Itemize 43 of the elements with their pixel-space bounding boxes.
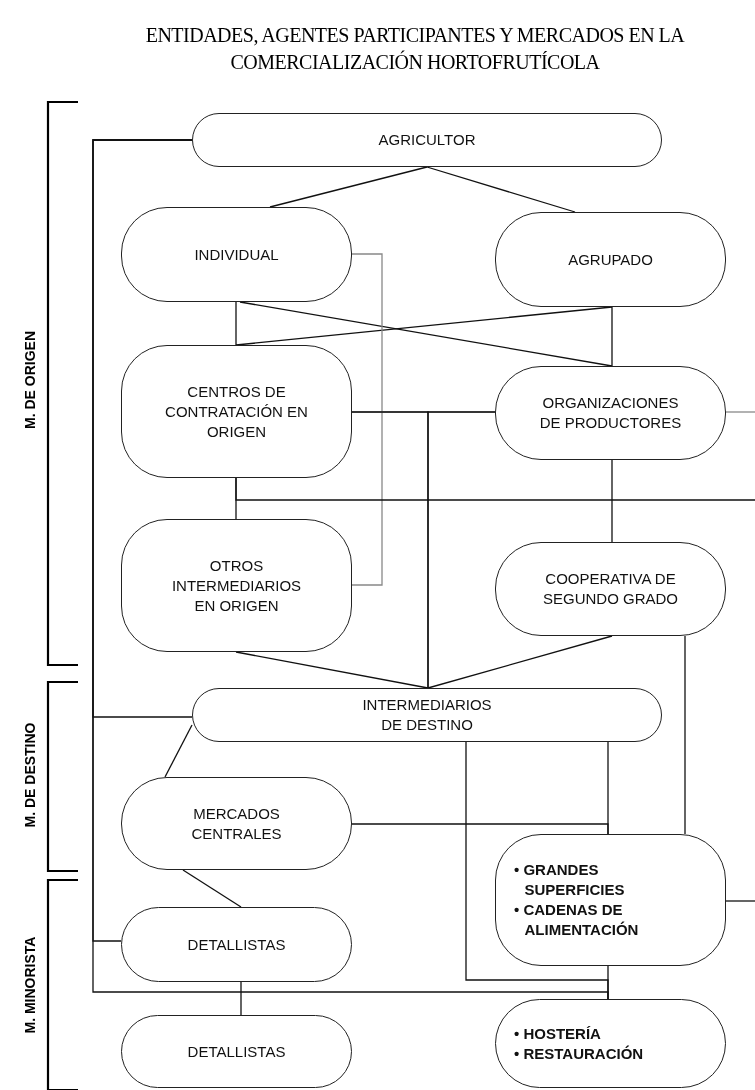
node-label: OTROS INTERMEDIARIOS EN ORIGEN [170, 555, 303, 616]
connector-line [240, 981, 242, 1016]
node-label: • CADENAS DE ALIMENTACIÓN [514, 900, 640, 940]
rounded-box [495, 834, 726, 966]
node-label: • GRANDES SUPERFICIES [514, 860, 626, 900]
connector-line [426, 166, 576, 213]
diagram-title: ENTIDADES, AGENTES PARTICIPANTES Y MERCADOS EN LA COMERCIALIZACIÓN HORTOFRUTÍCOLA [144, 23, 686, 75]
rounded-box [121, 345, 352, 478]
node-label: • RESTAURACIÓN [514, 1043, 645, 1064]
node-label: AGRICULTOR [378, 130, 476, 150]
connector-line [269, 166, 428, 208]
connector-line [239, 301, 613, 367]
node-label: DETALLISTAS [187, 1041, 286, 1062]
node-label: ORGANIZACIONES DE PRODUCTORES [538, 393, 683, 433]
node-label: COOPERATIVA DE SEGUNDO GRADO [542, 569, 679, 609]
connector-line [607, 965, 609, 1000]
side-label: M. DE DESTINO [22, 722, 38, 828]
node-label: DETALLISTAS [187, 934, 286, 955]
connector-line [235, 651, 429, 689]
node-label: • HOSTERÍA [514, 1023, 602, 1044]
side-label: M. DE ORIGEN [22, 331, 38, 429]
node-label: AGRUPADO [568, 249, 653, 270]
connector-line [235, 477, 755, 501]
connector-line [351, 253, 383, 586]
rounded-box [192, 113, 662, 167]
connector-line [684, 635, 686, 835]
connector-line [725, 900, 755, 902]
connector-line [611, 306, 613, 367]
connector-line [427, 411, 496, 689]
node-label: INTERMEDIARIOS DE DESTINO [361, 695, 493, 735]
connector-line [235, 301, 237, 346]
node-label: INDIVIDUAL [194, 244, 279, 265]
connector-line [351, 823, 609, 835]
rounded-box [121, 519, 352, 652]
connector-line [725, 411, 755, 413]
side-label: M. MINORISTA [22, 936, 38, 1034]
node-label: CENTROS DE CONTRATACIÓN EN ORIGEN [164, 381, 309, 442]
connector-line [182, 869, 242, 908]
connector-line [164, 724, 193, 778]
node-label: MERCADOS CENTRALES [190, 803, 283, 844]
connector-line [427, 635, 613, 689]
connector-line [611, 459, 613, 543]
rounded-box [192, 688, 662, 742]
